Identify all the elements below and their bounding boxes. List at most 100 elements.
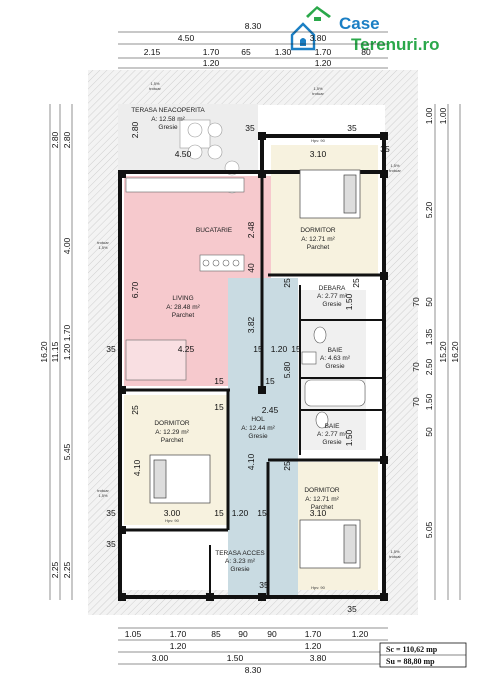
svg-text:BUCATARIE: BUCATARIE: [196, 227, 233, 234]
svg-text:2.25: 2.25: [62, 561, 72, 578]
svg-text:Parchet: Parchet: [307, 244, 330, 251]
svg-text:3.80: 3.80: [310, 653, 327, 663]
room-labels: TERASA NEACOPERITA A: 12.58 m² Gresie BU…: [131, 107, 351, 573]
svg-text:Gresie: Gresie: [325, 363, 345, 370]
svg-text:1.50: 1.50: [344, 293, 354, 310]
svg-text:6.70: 6.70: [130, 281, 140, 298]
svg-text:25: 25: [282, 278, 292, 288]
svg-text:trotuar: trotuar: [389, 168, 401, 173]
svg-text:2.50: 2.50: [424, 358, 434, 375]
svg-text:trotuar: trotuar: [97, 240, 109, 245]
svg-text:1,5%: 1,5%: [98, 493, 108, 498]
svg-text:A: 12.29 m²: A: 12.29 m²: [155, 429, 189, 436]
svg-text:1.70: 1.70: [62, 324, 72, 341]
svg-text:15: 15: [253, 344, 263, 354]
svg-text:A: 2.77 m²: A: 2.77 m²: [317, 431, 348, 438]
svg-text:Gresie: Gresie: [322, 439, 342, 446]
room-bath-1: BAIE A: 4.63 m² Gresie: [320, 347, 351, 370]
bath-fixtures: [301, 326, 366, 429]
kitchen-counter: [125, 177, 245, 381]
svg-text:3.00: 3.00: [152, 653, 169, 663]
svg-text:16.20: 16.20: [450, 341, 460, 363]
svg-text:15.20: 15.20: [438, 341, 448, 363]
svg-text:2.80: 2.80: [130, 121, 140, 138]
svg-text:A: 12.58 m²: A: 12.58 m²: [151, 116, 185, 123]
svg-text:2.48: 2.48: [246, 221, 256, 238]
svg-text:15: 15: [214, 376, 224, 386]
svg-text:40: 40: [246, 263, 256, 273]
svg-text:4.50: 4.50: [175, 149, 192, 159]
walls: [118, 134, 386, 600]
usable-area: Su = 88,80 mp: [386, 657, 435, 666]
bath-fill: [298, 290, 366, 450]
svg-text:A: 2.77 m²: A: 2.77 m²: [317, 293, 348, 300]
svg-text:1.05: 1.05: [125, 629, 142, 639]
svg-text:Parchet: Parchet: [161, 437, 184, 444]
svg-text:1.30: 1.30: [275, 47, 292, 57]
svg-text:35: 35: [347, 604, 357, 614]
svg-text:1.00: 1.00: [438, 107, 448, 124]
beds: [149, 169, 361, 569]
svg-text:90: 90: [238, 629, 248, 639]
svg-text:8.30: 8.30: [245, 665, 262, 675]
svg-text:65: 65: [241, 47, 251, 57]
dims-top: 8.30 4.50 3.80 2.15 1.70 65 1.30 1.70 80…: [144, 21, 371, 68]
svg-text:5.80: 5.80: [282, 361, 292, 378]
svg-text:1.50: 1.50: [227, 653, 244, 663]
svg-text:15: 15: [257, 508, 267, 518]
svg-text:2.25: 2.25: [50, 561, 60, 578]
svg-text:Gresie: Gresie: [158, 124, 178, 131]
dims-bottom: 1.05 1.70 85 90 90 1.70 1.20 1.20 1.20 3…: [125, 629, 369, 675]
svg-text:1.35: 1.35: [424, 328, 434, 345]
svg-text:5.20: 5.20: [424, 201, 434, 218]
svg-text:35: 35: [380, 144, 390, 154]
svg-text:DORMITOR: DORMITOR: [300, 227, 336, 234]
dimension-lines: [49, 31, 461, 665]
svg-text:Gresie: Gresie: [322, 301, 342, 308]
svg-text:35: 35: [106, 539, 116, 549]
svg-text:90: 90: [267, 629, 277, 639]
svg-text:2.15: 2.15: [144, 47, 161, 57]
svg-text:1.20: 1.20: [315, 58, 332, 68]
svg-text:25: 25: [130, 405, 140, 415]
svg-text:25: 25: [282, 461, 292, 471]
svg-text:1.00: 1.00: [424, 107, 434, 124]
svg-text:35: 35: [259, 580, 269, 590]
svg-text:Hpv: 90: Hpv: 90: [311, 585, 326, 590]
svg-text:A: 12.71 m²: A: 12.71 m²: [301, 236, 335, 243]
svg-text:70: 70: [411, 297, 421, 307]
svg-text:50: 50: [424, 297, 434, 307]
svg-text:trotuar: trotuar: [97, 488, 109, 493]
svg-text:1.50: 1.50: [344, 429, 354, 446]
svg-text:2.45: 2.45: [262, 405, 279, 415]
svg-text:8.30: 8.30: [245, 21, 262, 31]
svg-text:A: 28.48 m²: A: 28.48 m²: [166, 304, 200, 311]
room-terrace-access: TERASA ACCES A: 3.23 m² Gresie: [215, 550, 265, 573]
svg-text:3.00: 3.00: [164, 508, 181, 518]
svg-text:4.25: 4.25: [178, 344, 195, 354]
exterior-paving: [88, 70, 418, 615]
logo: Case Terenuri.ro: [290, 6, 439, 54]
svg-text:4.00: 4.00: [62, 237, 72, 254]
svg-text:4.10: 4.10: [132, 459, 142, 476]
room-bedroom-ne: DORMITOR A: 12.71 m² Parchet: [300, 227, 336, 251]
svg-text:Hpv: 90: Hpv: 90: [165, 518, 180, 523]
svg-text:15: 15: [214, 402, 224, 412]
svg-text:85: 85: [211, 629, 221, 639]
svg-text:A: 4.63 m²: A: 4.63 m²: [320, 355, 351, 362]
room-kitchen: BUCATARIE: [196, 227, 233, 234]
svg-text:A: 3.23 m²: A: 3.23 m²: [225, 558, 256, 565]
svg-text:1,5%: 1,5%: [98, 245, 108, 250]
svg-text:50: 50: [424, 427, 434, 437]
svg-text:Gresie: Gresie: [248, 433, 268, 440]
svg-text:Parchet: Parchet: [311, 504, 334, 511]
svg-text:DORMITOR: DORMITOR: [154, 420, 190, 427]
svg-text:1.20: 1.20: [232, 508, 249, 518]
svg-text:1.20: 1.20: [271, 344, 288, 354]
svg-text:5.45: 5.45: [62, 443, 72, 460]
svg-text:LIVING: LIVING: [172, 295, 193, 302]
svg-text:16.20: 16.20: [39, 341, 49, 363]
svg-text:Hpv: 90: Hpv: 90: [311, 138, 326, 143]
svg-text:35: 35: [106, 508, 116, 518]
svg-text:BAIE: BAIE: [325, 423, 340, 430]
